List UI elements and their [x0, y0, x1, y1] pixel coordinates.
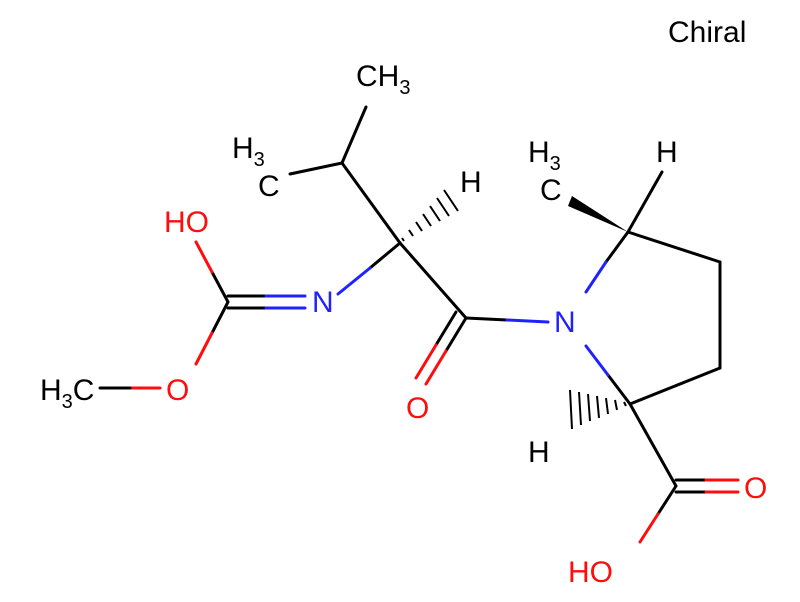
- hashed-wedge-alpha-h: [401, 189, 459, 242]
- atom-ch3-left-c: C: [258, 170, 280, 203]
- atom-ch3-top: CH3: [356, 60, 410, 99]
- bond-co-o2: [414, 343, 438, 380]
- atom-ring-methyl-c: C: [540, 174, 562, 207]
- bond-calpha-n-c: [368, 241, 402, 270]
- atom-methoxy-o: O: [166, 374, 189, 407]
- atom-ring-h-bottom: H: [528, 436, 550, 469]
- bold-wedge-c5-methyl: [568, 196, 628, 232]
- bond-c-ome-c: [210, 300, 230, 335]
- atom-ring-h-top: H: [656, 136, 678, 169]
- bond-c-ho-c: [210, 270, 230, 304]
- bond-co-c2: [434, 310, 458, 347]
- atom-ring-n: N: [554, 306, 576, 339]
- bond-calpha-n-n: [336, 266, 372, 296]
- bond-ch-ch3-left: [288, 161, 344, 176]
- bond-co-c1: [444, 316, 468, 353]
- bond-c5-h: [626, 170, 664, 234]
- atom-acid-ho: HO: [568, 556, 613, 589]
- bond-ring-c5-n-c: [604, 230, 630, 264]
- atom-imine-n: N: [312, 286, 334, 319]
- bond-carbonyl-ringn-c: [464, 316, 509, 322]
- bond-ring-c2-n-c: [606, 373, 632, 406]
- bond-c-ho-o: [194, 240, 214, 274]
- atom-hydroxyl-top: HO: [164, 206, 209, 239]
- chiral-label: Chiral: [668, 16, 746, 49]
- bond-cooh-oh-c: [656, 484, 678, 516]
- bond-c2-cooh: [628, 402, 678, 488]
- bond-ch-calpha: [340, 161, 402, 245]
- atom-acid-o: O: [744, 472, 767, 505]
- atom-amide-o: O: [406, 392, 429, 425]
- bond-c-ome-o: [194, 331, 214, 366]
- atom-methoxy-ch3: H3C: [40, 374, 94, 413]
- atom-alpha-h: H: [460, 166, 482, 199]
- atom-ch3-left-h: H3: [232, 132, 265, 171]
- bond-co-o1: [424, 349, 448, 386]
- bond-calpha-carbonyl: [398, 241, 468, 320]
- bond-carbonyl-ringn-n: [505, 318, 550, 324]
- bond-ring-c5-c4: [626, 230, 722, 264]
- bond-ch-ch3-top: [340, 105, 368, 165]
- bond-ring-c3-c2: [628, 366, 722, 406]
- hashed-wedge-c2-h: [569, 389, 627, 430]
- atom-ring-methyl-h: H3: [528, 136, 561, 175]
- bond-ring-c2-n-n: [584, 344, 610, 377]
- bond-cooh-oh-o: [638, 512, 660, 544]
- bond-ring-c5-n-n: [584, 260, 608, 294]
